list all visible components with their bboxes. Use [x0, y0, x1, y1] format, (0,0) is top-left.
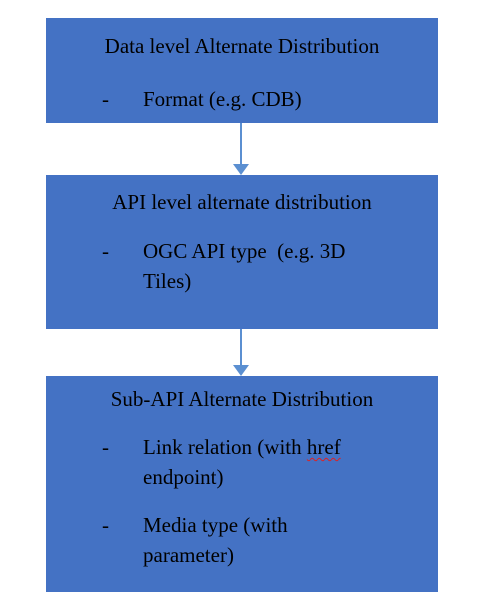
- bullet-dash: -: [102, 87, 109, 111]
- arrow-head-icon: [233, 365, 249, 376]
- media-type-line2: parameter): [143, 543, 234, 567]
- arrow-head-icon: [233, 164, 249, 175]
- sub-api-box: Sub-API Alternate Distribution - Link re…: [46, 376, 438, 592]
- api-level-title: API level alternate distribution: [112, 190, 372, 214]
- ogc-api-type-line1: OGC API type (e.g. 3D: [143, 239, 346, 263]
- media-type-text: Media type (with parameter): [143, 510, 403, 570]
- link-relation-line2: endpoint): [143, 465, 224, 489]
- bullet-dash: -: [102, 239, 109, 263]
- arrow-line: [240, 123, 242, 164]
- format-item-text: Format (e.g. CDB): [143, 87, 302, 111]
- data-level-box: Data level Alternate Distribution - Form…: [46, 18, 438, 123]
- sub-api-title: Sub-API Alternate Distribution: [110, 387, 374, 411]
- link-relation-text: Link relation (with href endpoint): [143, 432, 403, 492]
- data-level-title: Data level Alternate Distribution: [104, 34, 380, 58]
- href-spellcheck-word: href: [306, 435, 341, 459]
- media-type-line1: Media type (with: [143, 513, 288, 537]
- bullet-dash: -: [102, 435, 109, 459]
- bullet-dash: -: [102, 513, 109, 537]
- down-arrow-2: [233, 329, 249, 376]
- down-arrow-1: [233, 123, 249, 175]
- ogc-api-type-text: OGC API type (e.g. 3D Tiles): [143, 236, 403, 296]
- arrow-line: [240, 329, 242, 365]
- link-relation-line1: Link relation (with: [143, 435, 307, 459]
- api-level-box: API level alternate distribution - OGC A…: [46, 175, 438, 329]
- ogc-api-type-line2: Tiles): [143, 269, 192, 293]
